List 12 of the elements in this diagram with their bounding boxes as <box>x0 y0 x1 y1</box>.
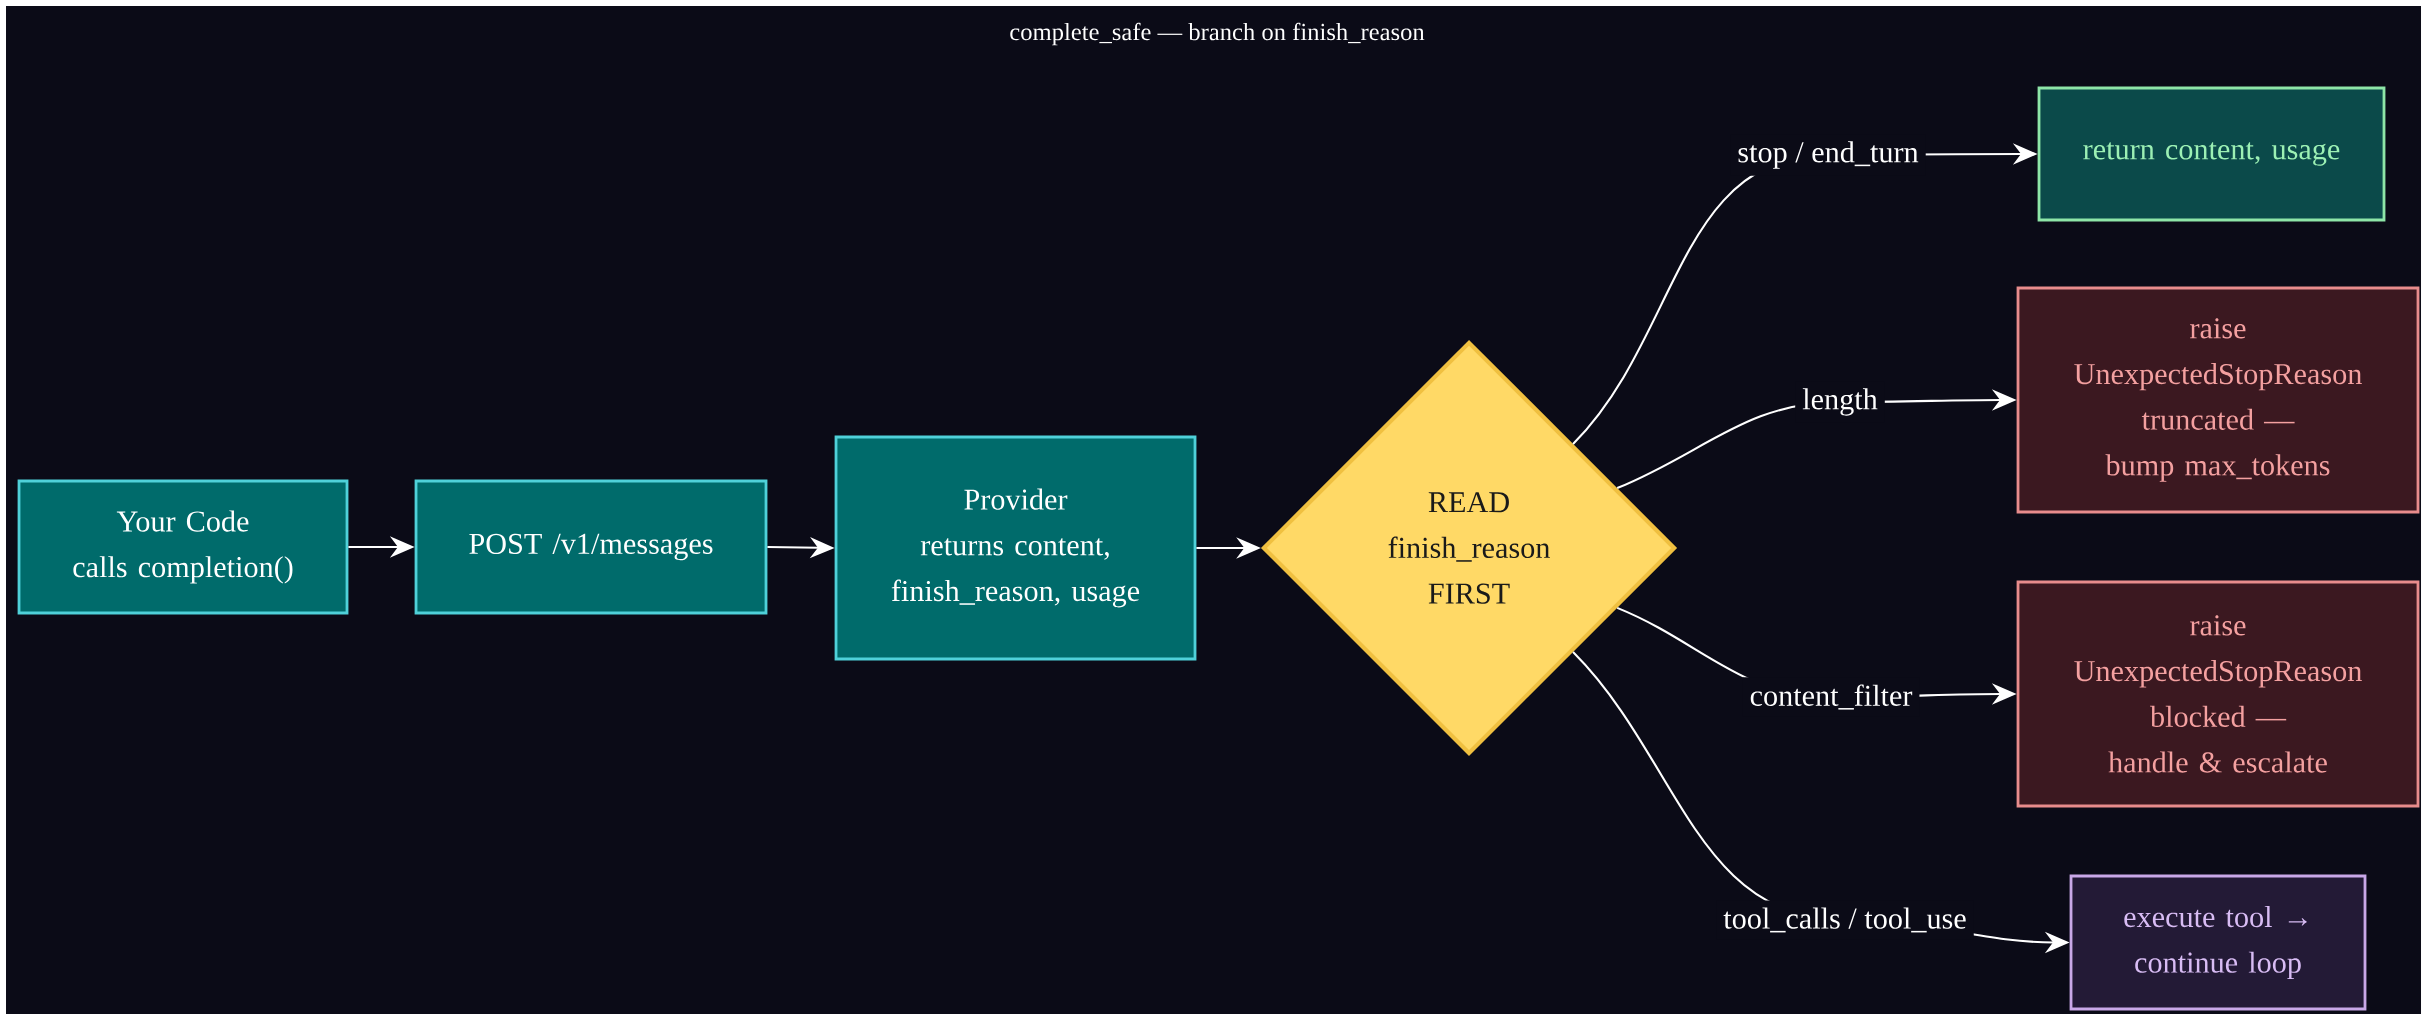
process-box: Provider returns content, finish_reason, usage <box>834 435 1197 661</box>
process-box: POST /v1/messages <box>414 479 768 615</box>
result-box: return content, usage <box>2037 86 2386 222</box>
diagram-title: complete_safe — branch on finish_reason <box>1010 22 1425 46</box>
error-box: raise UnexpectedStopReason blocked — handle & escalate <box>2016 580 2420 808</box>
edge-label: tool_calls / tool_use <box>1716 900 1974 940</box>
edge-label: content_filter <box>1742 677 1920 717</box>
action-box: execute tool → continue loop <box>2069 874 2367 1011</box>
process-box: Your Code calls completion() <box>17 479 349 615</box>
edge-label: length <box>1795 381 1885 423</box>
error-box: raise UnexpectedStopReason truncated — bump max_tokens <box>2016 286 2420 514</box>
edge-label: stop / end_turn <box>1730 134 1926 176</box>
